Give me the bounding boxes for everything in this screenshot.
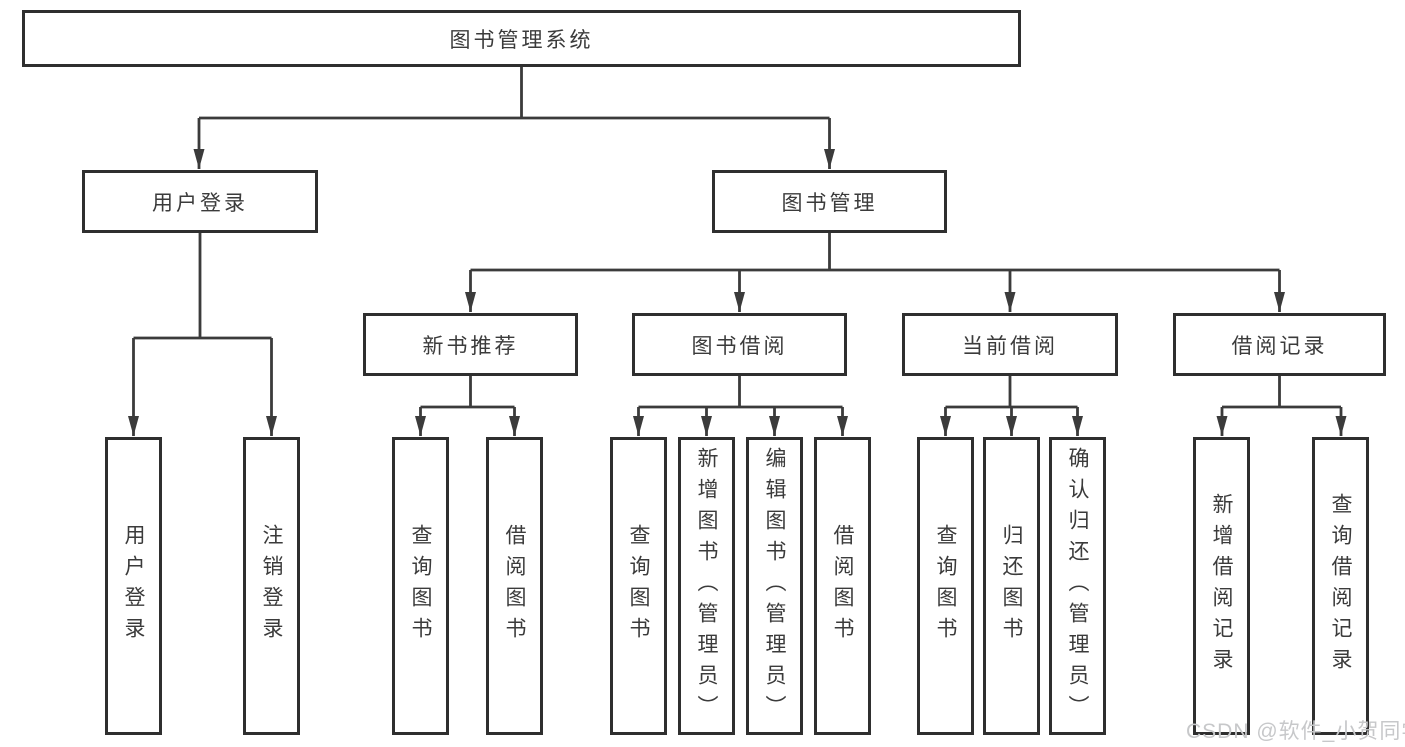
leaf-nbr-query-books: 查询图书 [392,437,449,735]
node-book-borrowing: 图书借阅 [632,313,847,376]
connector-cb-branch [945,376,1078,409]
leaf-bb-query-books: 查询图书 [610,437,667,735]
leaf-cb-query-books: 查询图书 [917,437,974,735]
leaf-cb-return-books-label: 归还图书 [1000,524,1023,648]
node-root-label: 图书管理系统 [449,28,594,52]
connector-bb-branch [638,376,843,409]
leaf-nbr-query-books-label: 查询图书 [409,524,432,648]
leaf-cb-confirm-return-label: 确认归还（管理员） [1066,446,1089,726]
leaf-nbr-borrow-books-label: 借阅图书 [503,524,526,648]
leaf-bb-edit-books-label: 编辑图书（管理员） [763,446,786,726]
leaf-cb-query-books-label: 查询图书 [934,524,957,648]
node-user-login-label: 用户登录 [152,191,248,215]
node-new-book-recommend-label: 新书推荐 [422,334,519,358]
leaf-bb-borrow-books: 借阅图书 [814,437,871,735]
node-borrow-records-label: 借阅记录 [1231,334,1328,358]
leaf-bb-add-books: 新增图书（管理员） [678,437,735,735]
leaf-bb-edit-books: 编辑图书（管理员） [746,437,803,735]
connector-book-mgmt-branch [470,233,1280,272]
leaf-user-login: 用户登录 [105,437,162,735]
node-new-book-recommend: 新书推荐 [363,313,578,376]
leaf-user-login-label: 用户登录 [122,524,145,648]
leaf-br-query-record-label: 查询借阅记录 [1329,493,1352,679]
node-user-login: 用户登录 [82,170,318,233]
leaf-logout: 注销登录 [243,437,300,735]
leaf-cb-confirm-return: 确认归还（管理员） [1049,437,1106,735]
connector-user-login-branch [133,233,272,340]
connector-br-branch [1222,376,1341,409]
leaf-bb-borrow-books-label: 借阅图书 [831,524,854,648]
node-book-management: 图书管理 [712,170,947,233]
connector-nbr-branch [420,376,515,409]
node-borrow-records: 借阅记录 [1173,313,1386,376]
leaf-logout-label: 注销登录 [260,524,283,648]
leaf-bb-query-books-label: 查询图书 [627,524,650,648]
node-book-borrowing-label: 图书借阅 [691,334,788,358]
leaf-br-query-record: 查询借阅记录 [1312,437,1369,735]
leaf-cb-return-books: 归还图书 [983,437,1040,735]
node-root: 图书管理系统 [22,10,1021,67]
leaf-nbr-borrow-books: 借阅图书 [486,437,543,735]
node-current-borrowing: 当前借阅 [902,313,1118,376]
node-book-management-label: 图书管理 [781,191,878,215]
leaf-bb-add-books-label: 新增图书（管理员） [695,446,718,726]
connector-root-branch [199,67,830,120]
csdn-watermark: CSDN @软件_小贺同学 [1186,720,1405,743]
node-current-borrowing-label: 当前借阅 [962,334,1058,358]
leaf-br-add-record: 新增借阅记录 [1193,437,1250,735]
leaf-br-add-record-label: 新增借阅记录 [1210,493,1233,679]
